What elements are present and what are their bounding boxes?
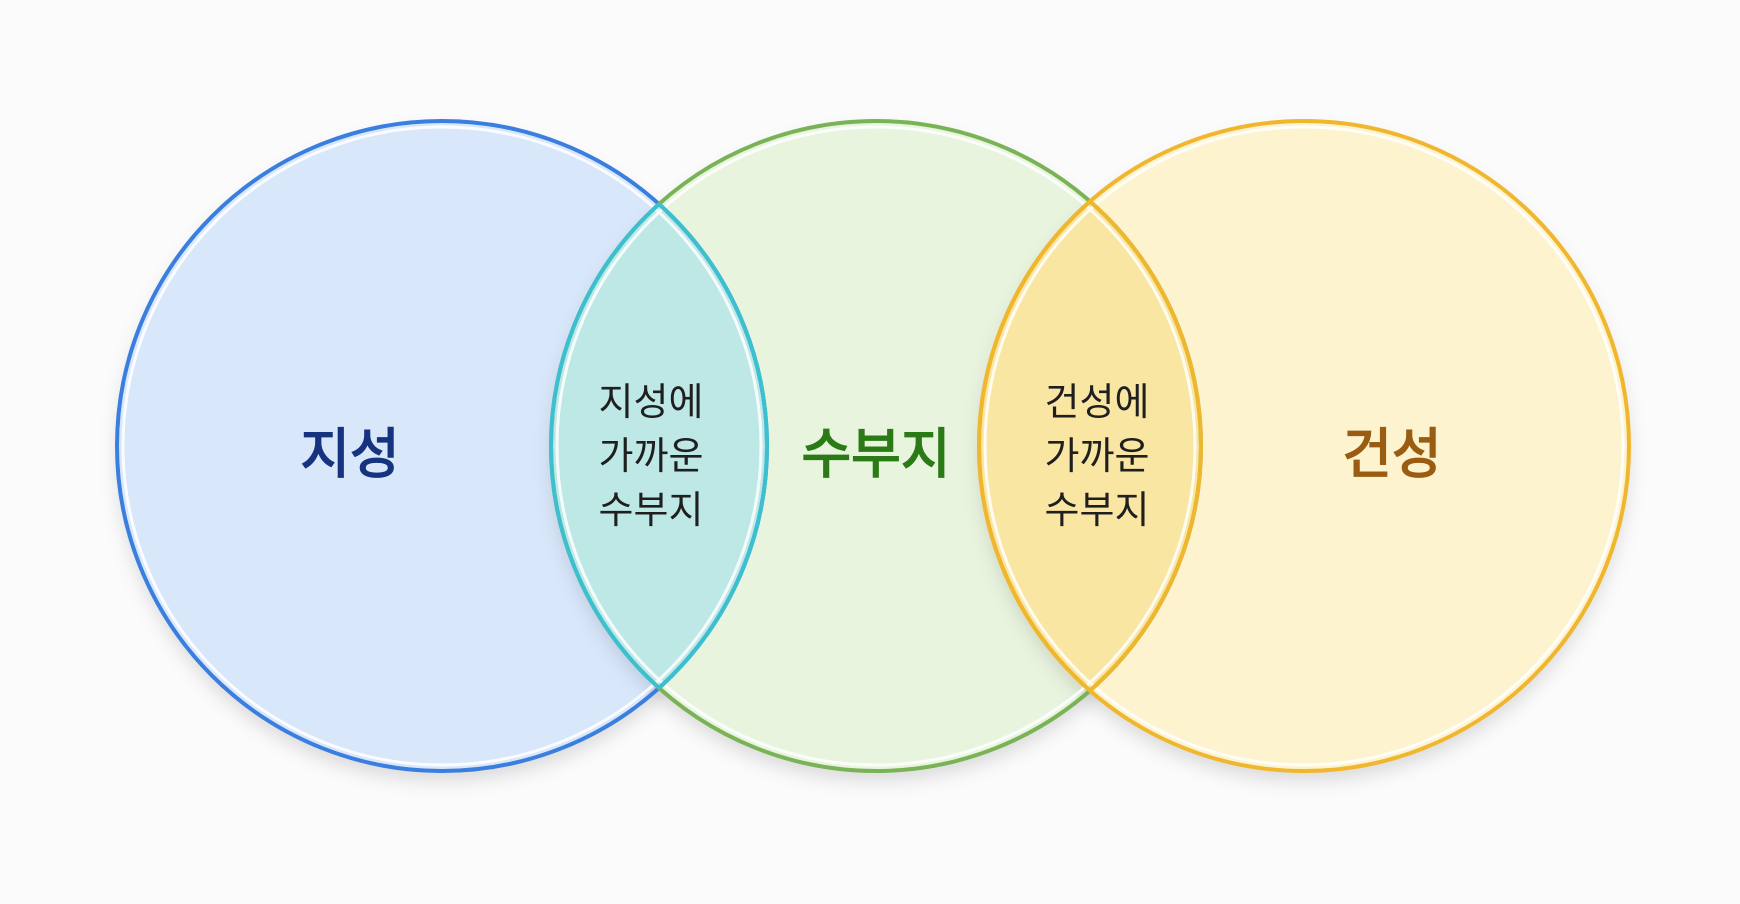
overlap-middle-right-border (979, 121, 1203, 771)
set-label-middle: 수부지 (801, 423, 950, 486)
overlap-left-middle-border (549, 121, 767, 771)
overlap-middle-right-label: 건성에 가까운 수부지 (1045, 380, 1150, 532)
overlap-middle-right-line: 가까운 (1045, 434, 1150, 478)
overlap-left-middle (551, 121, 767, 771)
rim-left (121, 125, 763, 767)
set-label-left: 지성 (300, 423, 399, 486)
overlap-middle-right-line: 수부지 (1045, 488, 1150, 532)
rim-middle (555, 125, 1197, 767)
overlap-left-middle-line: 수부지 (599, 488, 704, 532)
overlap-left-middle-line: 가까운 (599, 434, 704, 478)
set-label-right: 건성 (1342, 423, 1441, 486)
rim-right (983, 125, 1625, 767)
overlap-left-middle-line: 지성에 (599, 380, 704, 424)
overlap-left-middle-label: 지성에 가까운 수부지 (599, 380, 704, 532)
overlap-middle-right-border (977, 121, 1201, 771)
overlap-middle-right (979, 121, 1201, 771)
overlap-left-middle-border (551, 121, 769, 771)
overlap-middle-right-line: 건성에 (1045, 380, 1150, 424)
